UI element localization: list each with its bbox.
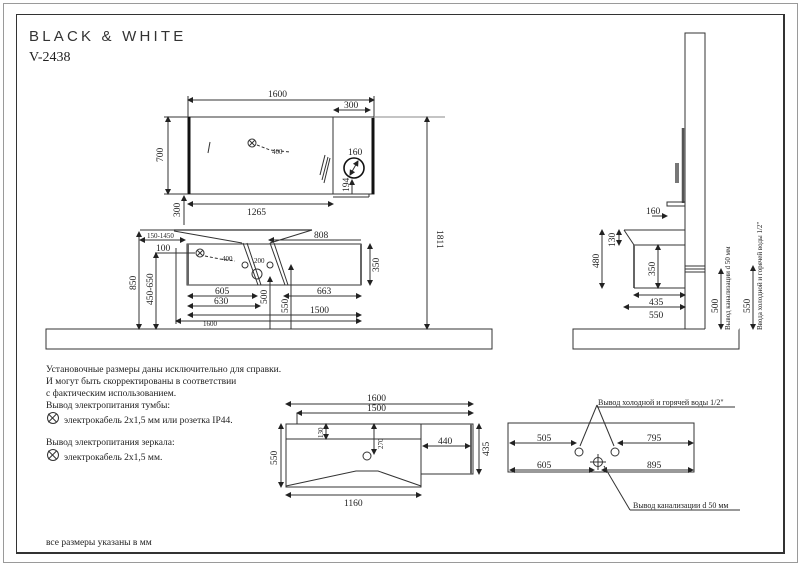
mirror-front-view [187,116,445,198]
vanity-front-view [140,229,362,286]
side-drain-label: Вывод канализации d 50 мм [724,246,732,330]
page-outer-border [3,3,798,563]
vanity-power-text: электрокабель 2x1,5 мм или розетка IP44. [64,416,233,426]
floor-front [45,328,493,350]
dim-mirror-cabinet: 300 [344,101,359,111]
dim-663: 663 [317,287,332,297]
model-number: V-2438 [29,50,71,65]
dim-mirror-glass: 1265 [247,208,266,218]
note-line: Вывод электропитания тумбы: [46,401,171,411]
dim-top-1600: 1600 [367,394,386,404]
dim-body-height: 350 [648,262,658,277]
units-footer: все размеры указаны в мм [46,538,152,548]
spacer [46,427,281,437]
dim-mirror-height: 700 [156,148,166,163]
side-water-label: Ввода холодной и горячей воды 1/2" [756,222,764,330]
dim-895: 895 [647,461,662,471]
dim-605-wall: 605 [537,461,552,471]
power-outlet-icon [47,412,59,424]
dim-550: 550 [281,299,291,314]
dim-spacing: 200 [254,257,265,265]
dim-1600: 1600 [203,320,218,328]
dim-gap: 300 [173,203,183,218]
mirror-power-text: электрокабель 2x1,5 мм. [64,453,163,463]
dim-offset-top: 100 [156,244,171,254]
dim-shelf-depth: 160 [646,207,661,217]
wire-mirror: 400 [272,148,283,156]
dim-605: 605 [215,287,230,297]
mirror-power-title: Вывод электропитания зеркала: [46,438,175,448]
drain-label: Вывод канализации d 50 мм [633,501,728,510]
dim-rim: 130 [317,427,325,438]
dim-630: 630 [214,297,229,307]
dim-shelf: 440 [438,437,453,447]
dim-water-height: 550 [743,299,753,314]
dim-850: 850 [129,276,139,291]
dim-top-1500: 1500 [367,404,386,414]
power-outlet-icon [47,449,59,461]
dim-drain-height: 500 [711,299,721,314]
dim-mirror-width: 1600 [268,90,287,100]
dim-shelf-depth-top: 435 [482,442,492,457]
dim-total-height: 1811 [434,230,444,249]
dim-top-depth: 550 [270,451,280,466]
side-view [572,32,740,350]
dim-505: 505 [537,434,552,444]
drawing-frame [16,14,785,554]
note-line: Установочные размеры даны исключительно … [46,365,282,375]
dim-lamp-diameter: 160 [348,148,363,158]
water-supply-label: Вывод холодной и горячей воды 1/2" [598,398,724,407]
top-view [285,423,474,488]
dim-top-thickness: 130 [608,233,618,248]
wall-connections-view [507,422,695,473]
mirror-power-note: электрокабель 2x1,5 мм. [46,449,281,464]
dim-body-depth: 435 [649,298,664,308]
dim-lamp-offset: 194 [342,178,352,193]
dim-drain-offset: 270 [377,438,385,449]
note-line: с фактическим использованием. [46,389,177,399]
installation-notes: Установочные размеры даны исключительно … [46,364,281,464]
brand-logo: BLACK & WHITE [29,28,187,45]
dim-mount-range: 150-1450 [147,232,174,240]
dim-795: 795 [647,434,662,444]
dim-bottom: 1160 [344,499,363,509]
dim-side-depth: 550 [649,311,664,321]
dim-top-width: 808 [314,231,329,241]
dim-500: 500 [260,290,270,305]
dim-side-height: 480 [592,254,602,269]
vanity-power-note: электрокабель 2x1,5 мм или розетка IP44. [46,412,281,427]
note-line: И могут быть скорректированы в соответст… [46,377,237,387]
dim-1500: 1500 [310,306,329,316]
dim-vanity-height: 350 [372,258,382,273]
wire-vanity: 400 [222,255,233,263]
dim-height-range: 450-650 [146,273,156,305]
